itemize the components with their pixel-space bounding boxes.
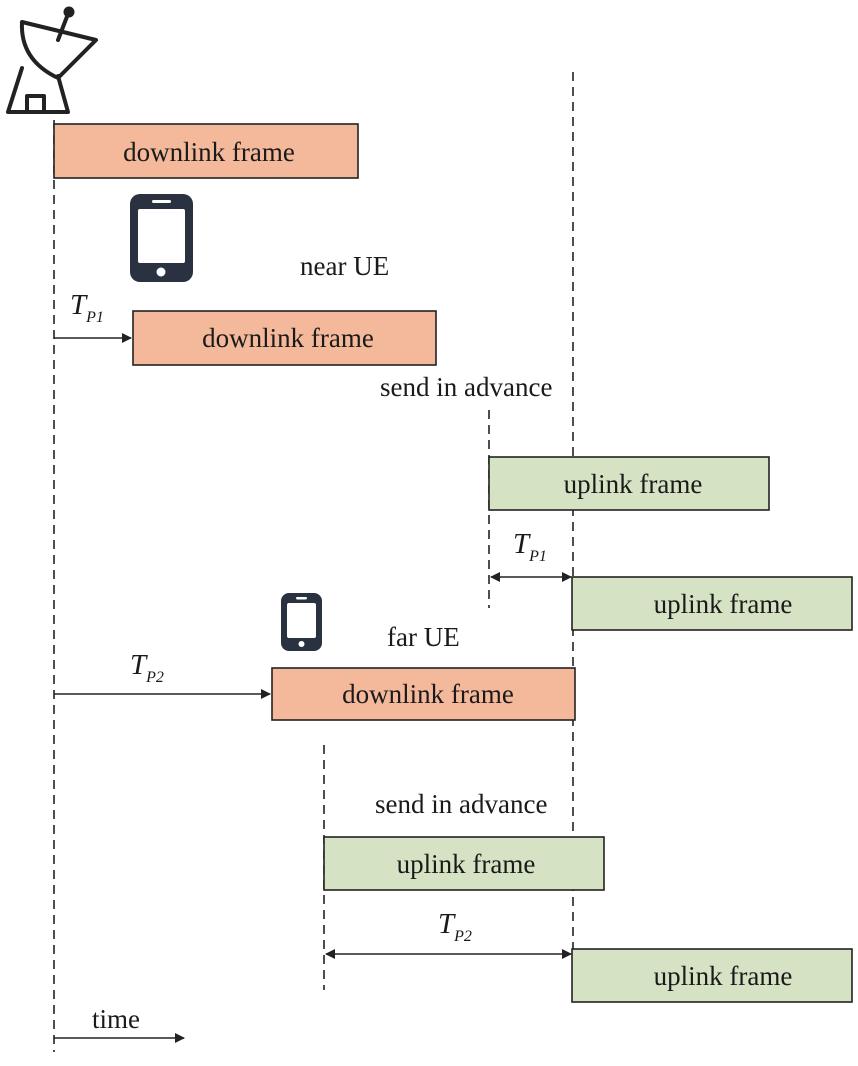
uplink-frame-near-ue-arrive-label: uplink frame <box>654 589 793 619</box>
uplink-frame-near-ue-advance-label: uplink frame <box>564 469 703 499</box>
far-ue-smartphone-icon <box>281 593 322 651</box>
uplink-frame-near-ue-arrive <box>571 576 853 631</box>
far-ue-label: far UE <box>387 622 460 652</box>
downlink-frame-near-ue-label: downlink frame <box>202 323 374 353</box>
uplink-frame-far-ue-arrive-label: uplink frame <box>654 961 793 991</box>
tp2-label-uplink: TP2 <box>438 908 472 945</box>
uplink-frame-far-ue-advance-label: uplink frame <box>397 849 536 879</box>
satellite-dish-icon <box>6 6 98 114</box>
downlink-frame-near-ue <box>132 310 437 366</box>
downlink-frame-far-ue <box>271 667 576 721</box>
downlink-frame-far-ue-label: downlink frame <box>342 679 514 709</box>
uplink-frame-far-ue-arrive <box>571 948 853 1003</box>
send-in-advance-label-1: send in advance <box>380 372 552 402</box>
downlink-frame-bs <box>53 123 359 179</box>
tp1-label-uplink: TP1 <box>513 528 547 565</box>
uplink-frame-near-ue-advance <box>488 456 770 511</box>
tp1-label-downlink: TP1 <box>70 289 104 326</box>
tp2-label-downlink: TP2 <box>130 649 164 686</box>
near-ue-smartphone-icon <box>130 194 193 282</box>
uplink-frame-far-ue-advance <box>323 836 605 891</box>
time-axis-label: time <box>92 1004 140 1034</box>
send-in-advance-label-2: send in advance <box>375 789 547 819</box>
downlink-frame-bs-label: downlink frame <box>123 137 295 167</box>
near-ue-label: near UE <box>300 251 389 281</box>
